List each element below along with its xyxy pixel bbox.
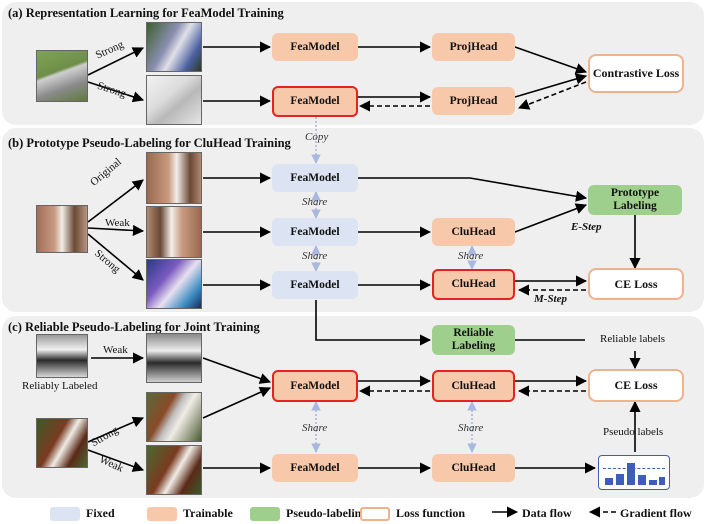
feamodel-b2: FeaModel: [272, 218, 358, 246]
legend-pseudo-labeling-swatch: [250, 506, 280, 521]
dog-strong: [146, 259, 202, 309]
label-weak-c1: Weak: [103, 344, 128, 356]
husky-weak-aug: [146, 333, 202, 383]
cluhead-b2: CluHead: [432, 269, 515, 300]
cluhead-c1: CluHead: [432, 370, 515, 402]
legend-data-flow: Data flow: [522, 506, 572, 521]
label-share-b1: Share: [302, 196, 328, 208]
dog2-strong-aug: [146, 392, 202, 442]
label-copy: Copy: [305, 131, 329, 143]
panel-a-title: (a) Representation Learning for FeaModel…: [8, 6, 284, 20]
legend-trainable-swatch: [147, 506, 177, 521]
label-share-b3: Share: [458, 250, 484, 262]
husky-strong-aug-1: [146, 22, 202, 72]
panel-b-title: (b) Prototype Pseudo-Labeling for CluHea…: [8, 136, 291, 150]
feamodel-a1: FeaModel: [272, 33, 358, 61]
legend-pseudo-labeling-label: Pseudo-labeling: [286, 506, 368, 520]
label-weak-b: Weak: [105, 217, 130, 229]
feamodel-b1: FeaModel: [272, 164, 358, 192]
dog-weak: [146, 206, 202, 258]
husky-reliable-image: [36, 334, 88, 378]
husky-strong-aug-2: [146, 75, 202, 125]
histogram-icon: [598, 455, 670, 490]
dog-original: [146, 152, 202, 204]
contrastive-loss: Contrastive Loss: [588, 54, 684, 93]
legend-trainable-label: Trainable: [183, 506, 233, 520]
legend-fixed-swatch: [50, 506, 80, 521]
husky-image: [36, 50, 88, 102]
dog2-weak-aug: [146, 445, 202, 495]
ce-loss-b: CE Loss: [588, 268, 684, 300]
label-pseudo-labels: Pseudo labels: [603, 426, 664, 438]
legend-trainable: Trainable: [147, 506, 233, 521]
cluhead-c2: CluHead: [432, 454, 515, 482]
feamodel-a2: FeaModel: [272, 86, 358, 117]
dog2-image: [36, 418, 88, 468]
projhead-a1: ProjHead: [432, 33, 515, 61]
feamodel-c1: FeaModel: [272, 370, 358, 402]
ce-loss-c: CE Loss: [588, 369, 684, 402]
feamodel-b3: FeaModel: [272, 271, 358, 299]
label-share-c2: Share: [458, 422, 484, 434]
label-reliable-labels: Reliable labels: [600, 333, 666, 345]
legend-gradient-flow-label: Gradient flow: [620, 506, 692, 520]
cluhead-b1: CluHead: [432, 218, 515, 246]
label-reliably-labeled: Reliably Labeled: [22, 380, 98, 392]
label-share-b2: Share: [302, 250, 328, 262]
panel-c-title: (c) Reliable Pseudo-Labeling for Joint T…: [8, 320, 260, 334]
reliable-labeling: Reliable Labeling: [432, 325, 515, 355]
prototype-labeling: Prototype Labeling: [588, 185, 682, 215]
legend-loss-function: Loss function: [360, 506, 465, 521]
legend-fixed-label: Fixed: [86, 506, 115, 520]
dog-image: [36, 205, 88, 253]
feamodel-c2: FeaModel: [272, 454, 358, 482]
legend-fixed: Fixed: [50, 506, 115, 521]
legend-data-flow-label: Data flow: [522, 506, 572, 520]
legend-loss-function-swatch: [360, 506, 390, 521]
label-m-step: M-Step: [534, 293, 567, 305]
legend-pseudo-labeling: Pseudo-labeling: [250, 506, 367, 521]
label-share-c1: Share: [302, 422, 328, 434]
label-e-step: E-Step: [571, 221, 602, 233]
legend-gradient-flow: Gradient flow: [620, 506, 692, 521]
legend-loss-function-label: Loss function: [396, 506, 466, 520]
projhead-a2: ProjHead: [432, 87, 515, 115]
